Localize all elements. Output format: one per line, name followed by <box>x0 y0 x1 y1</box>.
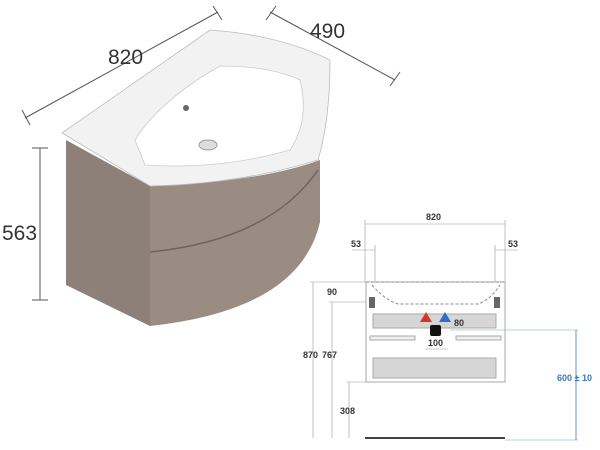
hot-valve-icon <box>420 312 432 322</box>
basin-bowl <box>134 65 304 167</box>
drain-height-label: 600 ± 10 <box>557 373 592 383</box>
handle-right <box>455 335 502 341</box>
total-height-label: 870 <box>303 350 318 360</box>
lower-drawer <box>372 357 497 379</box>
front-view: 820 53 53 100 80 90 870 767 308 <box>303 212 592 441</box>
drawer-gap <box>149 169 319 253</box>
right-bracket <box>494 297 500 308</box>
left-bracket <box>369 297 375 308</box>
perspective-view: 820 490 563 <box>2 5 401 326</box>
basin-outline <box>366 281 505 305</box>
cabinet-top-label: 767 <box>322 350 337 360</box>
drain-width-label: 100 <box>428 338 443 348</box>
right-offset-label: 53 <box>508 239 518 249</box>
tap-hole-icon <box>183 105 189 111</box>
handle-left <box>369 335 416 341</box>
width-label: 820 <box>108 46 143 69</box>
floor-clearance-label: 308 <box>340 406 355 416</box>
drain-icon <box>198 139 218 151</box>
height-label: 563 <box>2 222 37 245</box>
left-offset-label: 53 <box>351 239 361 249</box>
tap-spacing-label: 80 <box>454 318 464 328</box>
top-offset-label: 90 <box>327 287 337 297</box>
cold-valve-icon <box>439 312 451 322</box>
drain-pipe-icon <box>430 325 441 336</box>
depth-label: 490 <box>310 20 345 43</box>
front-width-label: 820 <box>426 212 441 222</box>
cabinet-side <box>66 140 150 326</box>
cabinet-front <box>150 160 320 326</box>
